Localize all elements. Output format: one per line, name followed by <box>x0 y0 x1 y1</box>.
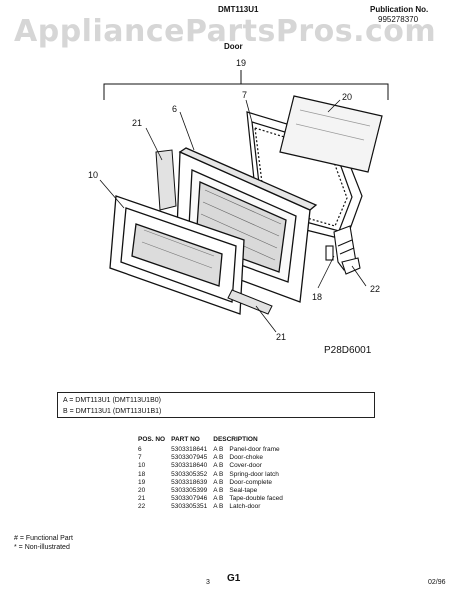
parts-table-header-row: POS. NO PART NO DESCRIPTION <box>138 436 289 446</box>
part-number-cell: 5303305352 <box>171 470 208 478</box>
part-models-cell: A B <box>213 462 224 470</box>
callout-22: 22 <box>370 284 380 294</box>
part-description-cell: Tape-double faced <box>229 495 283 503</box>
footer-date: 02/96 <box>428 579 446 586</box>
footer-page-number: 3 <box>206 579 210 586</box>
table-row: 10 5303318640 A B Cover-door <box>138 462 289 470</box>
part-models-cell: A B <box>213 503 224 511</box>
part-description-cell: Panel-door frame <box>229 446 280 453</box>
part-models-cell: A B <box>213 487 224 495</box>
table-row: 20 5303305399 A B Seal-tape <box>138 487 289 495</box>
tape-double-faced-bottom-part <box>227 289 273 315</box>
callout-leaders <box>99 99 367 333</box>
part-description-cell: Door-choke <box>229 454 263 462</box>
part-models-cell: A B <box>213 446 224 453</box>
part-models-cell: A B <box>213 470 224 478</box>
part-number-cell: 5303307946 <box>171 495 208 503</box>
header-part-no: PART NO <box>171 436 200 443</box>
footnote-functional: # = Functional Part <box>14 535 73 542</box>
part-description-cell: Latch-door <box>229 503 261 511</box>
seal-tape-part <box>279 95 383 173</box>
tape-double-faced-top-part <box>155 149 177 211</box>
callout-18: 18 <box>312 292 322 302</box>
table-row: 19 5303318639 A B Door-complete <box>138 479 289 487</box>
part-pos-cell: 19 <box>138 478 146 486</box>
part-pos-cell: 21 <box>138 495 146 503</box>
part-pos-cell: 18 <box>138 470 146 478</box>
table-row: 21 5303307946 A B Tape-double faced <box>138 495 289 503</box>
part-models-cell: A B <box>213 478 224 486</box>
part-number-cell: 5303305351 <box>171 503 208 511</box>
header-model: DMT113U1 <box>218 5 259 14</box>
table-row: 6 5303318641 A B Panel-door frame <box>138 446 289 454</box>
part-number-cell: 5303318641 <box>171 446 208 453</box>
part-models-cell: A B <box>213 454 224 462</box>
watermark-text: AppliancePartsPros.com <box>14 14 437 49</box>
part-description-cell: Door-complete <box>229 478 273 486</box>
part-number-cell: 5303307945 <box>171 454 208 462</box>
part-number-cell: 5303318640 <box>171 462 208 470</box>
part-pos-cell: 10 <box>138 462 146 470</box>
header-publication-label: Publication No. <box>370 5 429 14</box>
header-description: DESCRIPTION <box>213 436 258 443</box>
footer-figure: G1 <box>227 573 241 584</box>
part-number-cell: 5303318639 <box>171 478 208 486</box>
model-legend-box: A = DMT113U1 (DMT113U1B0) B = DMT113U1 (… <box>57 392 375 418</box>
part-pos-cell: 6 <box>138 446 142 453</box>
callout-21-top: 21 <box>132 118 142 128</box>
table-row: 18 5303305352 A B Spring-door latch <box>138 471 289 479</box>
part-description-cell: Spring-door latch <box>229 470 279 478</box>
legend-line-b: B = DMT113U1 (DMT113U1B1) <box>63 408 162 415</box>
callout-20: 20 <box>342 92 352 102</box>
footnote-non-illustrated: * = Non-illustrated <box>14 544 70 551</box>
part-pos-cell: 7 <box>138 454 142 462</box>
callout-10: 10 <box>88 170 98 180</box>
callout-7: 7 <box>242 90 247 100</box>
callout-21-bottom: 21 <box>276 332 286 342</box>
part-pos-cell: 22 <box>138 503 146 511</box>
diagram-code: P28D6001 <box>324 345 372 356</box>
callout-19: 19 <box>236 58 246 68</box>
header-pos-no: POS. NO <box>138 436 166 443</box>
assembly-bracket <box>103 70 389 100</box>
door-latch-part <box>325 225 361 275</box>
part-number-cell: 5303305399 <box>171 487 208 495</box>
table-row: 22 5303305351 A B Latch-door <box>138 503 289 511</box>
table-row: 7 5303307945 A B Door-choke <box>138 454 289 462</box>
header-section: Door <box>224 42 243 51</box>
legend-line-a: A = DMT113U1 (DMT113U1B0) <box>63 397 161 404</box>
door-exploded-diagram: 19 7 20 6 21 10 18 22 21 P28D6001 <box>88 58 389 356</box>
part-models-cell: A B <box>213 495 224 503</box>
cover-door-part <box>109 195 245 315</box>
header-publication-number: 995278370 <box>378 15 419 24</box>
parts-table-body: 6 5303318641 A B Panel-door frame 7 530330794… <box>138 446 289 512</box>
part-description-cell: Cover-door <box>229 462 262 470</box>
part-pos-cell: 20 <box>138 487 146 495</box>
part-description-cell: Seal-tape <box>229 487 258 495</box>
callout-6: 6 <box>172 104 177 114</box>
